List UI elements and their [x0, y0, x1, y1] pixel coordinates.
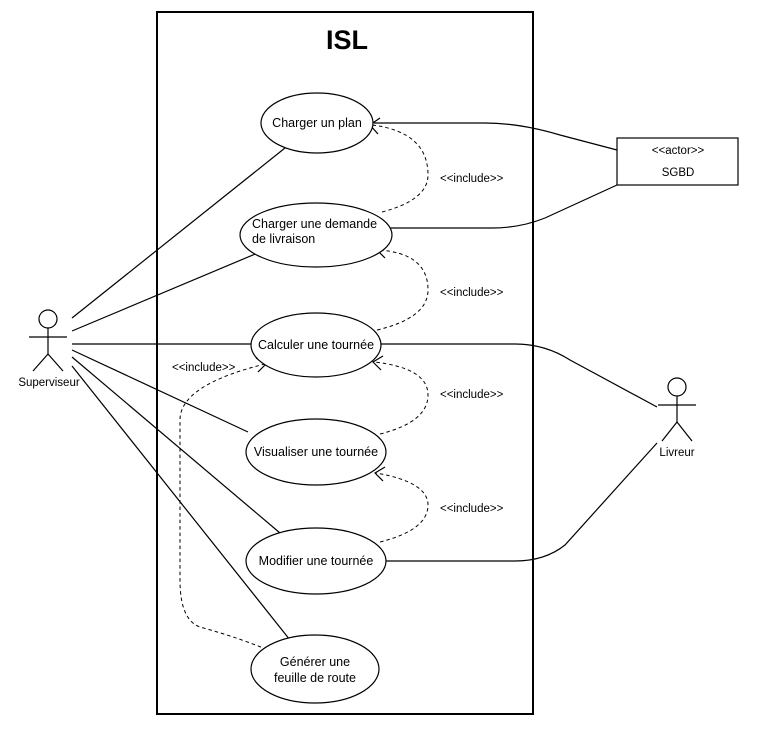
use-case-label: Visualiser une tournée	[254, 445, 378, 459]
include-modifier-to-visualiser-arrowhead	[374, 466, 386, 482]
use-case-modifier-tournee: Modifier une tournée	[245, 527, 387, 595]
assoc-livreur-modifier	[385, 442, 658, 562]
use-case-charger-demande: Charger une demande de livraison	[239, 202, 393, 268]
include-generer-to-calculer	[179, 363, 274, 653]
include-demande-to-plan	[371, 124, 429, 213]
include-visualiser-to-calculer-arrowhead	[372, 355, 384, 371]
use-case-label: feuille de route	[274, 671, 356, 685]
use-case-label: Modifier une tournée	[259, 554, 374, 568]
use-case-calculer-tournee: Calculer une tournée	[250, 312, 382, 378]
assoc-livreur-calculer	[380, 343, 658, 408]
system-title: ISL	[326, 25, 368, 55]
use-case-label: Charger une demande	[252, 217, 377, 231]
actor-superviseur: Superviseur	[18, 309, 80, 389]
include-label-visualiser-calculer: <<include>>	[440, 389, 504, 401]
include-visualiser-to-calculer	[373, 361, 429, 435]
use-case-visualiser-tournee: Visualiser une tournée	[245, 418, 387, 486]
assoc-superviseur-charger-demande	[71, 251, 261, 332]
actor-sgbd: <<actor>> SGBD	[616, 137, 739, 186]
assoc-sgbd-charger-demande	[376, 184, 618, 229]
superviseur-associations	[71, 143, 291, 641]
actor-label: SGBD	[662, 167, 695, 179]
stick-figure-icon	[29, 309, 67, 372]
system-boundary	[156, 11, 534, 715]
assoc-superviseur-charger-plan	[71, 143, 291, 319]
assoc-superviseur-generer	[71, 365, 291, 641]
use-case-charger-plan: Charger un plan	[260, 92, 374, 154]
assoc-superviseur-visualiser	[71, 349, 249, 433]
use-case-generer-feuille: Générer une feuille de route	[250, 634, 380, 704]
stick-figure-icon	[658, 377, 696, 442]
use-case-label: de livraison	[252, 232, 315, 246]
actor-stereotype: <<actor>>	[652, 145, 705, 157]
actor-label: Superviseur	[18, 377, 80, 389]
actor-label: Livreur	[659, 447, 694, 459]
include-label-demande-plan: <<include>>	[440, 173, 504, 185]
use-case-label: Charger un plan	[272, 116, 362, 130]
use-case-label: Calculer une tournée	[258, 338, 374, 352]
include-label-modifier-visualiser: <<include>>	[440, 503, 504, 515]
include-label-calculer-demande: <<include>>	[440, 287, 504, 299]
include-label-generer-calculer: <<include>>	[172, 362, 236, 374]
assoc-sgbd-charger-plan	[374, 122, 618, 151]
assoc-superviseur-modifier	[71, 356, 281, 534]
include-modifier-to-visualiser	[375, 472, 429, 543]
actor-livreur: Livreur	[658, 377, 696, 459]
include-calculer-to-demande	[376, 249, 429, 331]
use-case-label: Générer une	[280, 655, 350, 669]
